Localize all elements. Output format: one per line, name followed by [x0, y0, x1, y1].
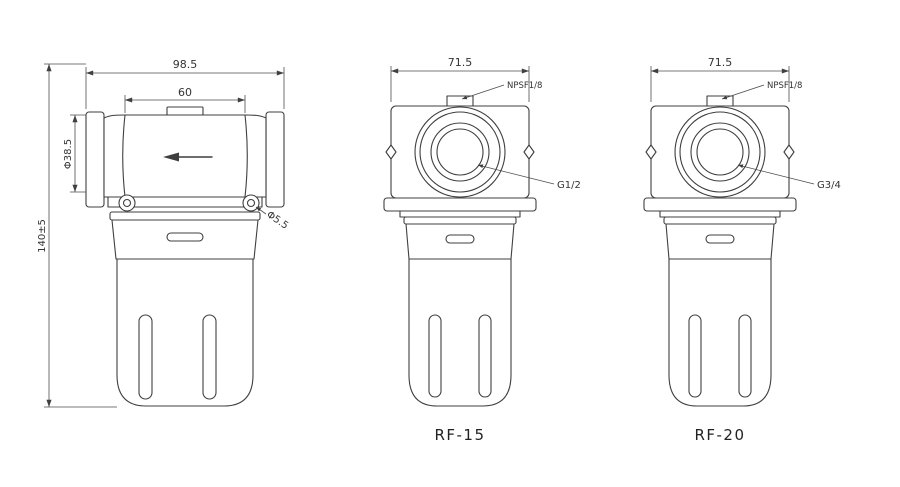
side-lug: [783, 144, 795, 160]
side-lug: [523, 144, 535, 160]
grip-slot: [428, 314, 442, 398]
mounting-ear: [242, 194, 260, 212]
bowl-outline: [668, 258, 772, 407]
head-body: [103, 114, 267, 198]
port-circle: [690, 122, 750, 182]
port-circle-thread: [696, 128, 744, 176]
mounting-hole: [122, 198, 132, 208]
flange-step: [399, 210, 521, 218]
leader-line: [721, 84, 765, 100]
collar-band: [109, 211, 261, 221]
dimension-width: 71.5: [650, 56, 790, 102]
filter-head-side: [85, 106, 285, 212]
leader-line: [255, 206, 267, 215]
grip-slot: [478, 314, 492, 398]
mounting-plate: [107, 196, 263, 208]
callout-main-port: G1/2: [477, 164, 581, 191]
filter-bowl-front: [668, 258, 772, 407]
callout-mount-hole: Φ5.5: [255, 206, 290, 232]
dim-mount-hole-label: Φ5.5: [264, 209, 290, 231]
body-tangent-line: [122, 114, 126, 198]
bowl-outline: [408, 258, 512, 407]
top-port: [446, 95, 474, 107]
mounting-ear: [118, 194, 136, 212]
inlet-fitting: [85, 111, 105, 208]
collar-body: [665, 223, 775, 260]
port-circle: [430, 122, 490, 182]
top-boss: [166, 106, 204, 116]
collar-side: [109, 211, 261, 260]
port-circle-outer: [414, 106, 506, 198]
grip-slot: [138, 314, 153, 400]
outlet-fitting: [265, 111, 285, 208]
dim-overall-height-label: 140±5: [37, 219, 48, 253]
top-port: [706, 95, 734, 107]
leader-line: [477, 164, 555, 185]
dimension-overall-height: 140±5: [37, 63, 117, 408]
side-lug: [645, 144, 657, 160]
filter-bowl-front: [408, 258, 512, 407]
head-flange: [643, 197, 797, 212]
head-flange: [383, 197, 537, 212]
dimension-overall-width: 98.5: [85, 58, 285, 109]
head-body: [390, 105, 530, 199]
front-view-rf20: 71.5 NPSF1/8 G3/4 RF-20: [643, 56, 841, 444]
grip-slot: [688, 314, 702, 398]
collar-band: [403, 216, 517, 225]
callout-main-port: G3/4: [737, 164, 841, 191]
collar-band: [663, 216, 777, 225]
dimension-inner-width: 60: [124, 86, 246, 113]
body-tangent-line: [244, 114, 248, 198]
dim-body-diameter-label: Φ38.5: [63, 139, 74, 169]
model-label-rf20: RF-20: [694, 426, 745, 444]
dim-inner-width-label: 60: [178, 86, 192, 99]
collar-slot: [445, 234, 475, 244]
callout-top-port: NPSF1/8: [721, 81, 802, 100]
filter-bowl-side: [116, 258, 254, 407]
flow-direction-arrowhead: [163, 152, 179, 162]
port-circle-thread: [436, 128, 484, 176]
grip-slot: [202, 314, 217, 400]
leader-line: [737, 164, 815, 185]
main-port-label: G3/4: [817, 180, 841, 191]
port-circle-outer: [674, 106, 766, 198]
collar-front: [403, 216, 517, 260]
dim-width-label: 71.5: [448, 56, 473, 69]
port-circle: [419, 111, 501, 193]
leader-line: [461, 84, 505, 100]
flange-step: [659, 210, 781, 218]
side-lug: [385, 144, 397, 160]
model-label-rf15: RF-15: [434, 426, 485, 444]
collar-slot: [705, 234, 735, 244]
collar-slot: [166, 232, 204, 242]
side-view: 98.5 60 Φ38.5 140±5: [37, 58, 290, 408]
grip-slot: [738, 314, 752, 398]
dim-overall-width-label: 98.5: [173, 58, 198, 71]
front-view-rf15: 71.5 NPSF1/8 G1/2 RF-15: [383, 56, 581, 444]
mounting-hole: [246, 198, 256, 208]
collar-front: [663, 216, 777, 260]
main-port-label: G1/2: [557, 180, 581, 191]
dimension-width: 71.5: [390, 56, 530, 102]
top-port-label: NPSF1/8: [767, 81, 802, 91]
head-body: [650, 105, 790, 199]
dim-width-label: 71.5: [708, 56, 733, 69]
callout-top-port: NPSF1/8: [461, 81, 542, 100]
port-circle: [679, 111, 761, 193]
collar-body: [405, 223, 515, 260]
top-port-label: NPSF1/8: [507, 81, 542, 91]
collar-body: [111, 219, 259, 260]
bowl-outline: [116, 258, 254, 407]
